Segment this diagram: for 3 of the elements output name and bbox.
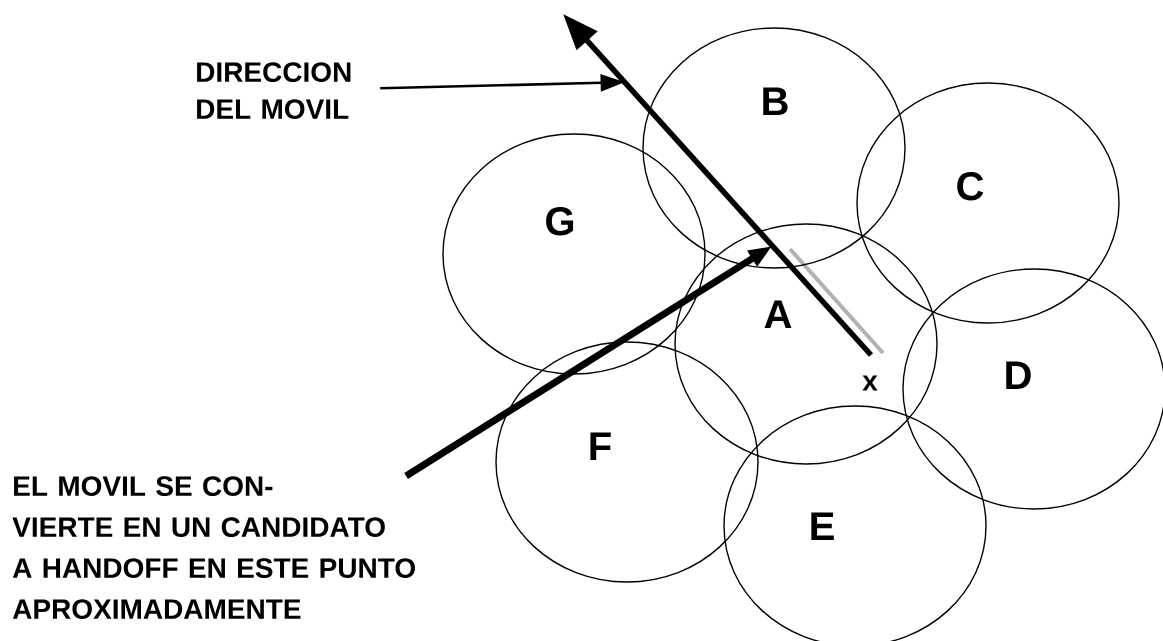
point-label: x <box>862 375 878 391</box>
callout-text: DIRECCION DEL MOVIL <box>197 62 351 119</box>
callout-text: EL MOVIL SE CON- VIERTE EN UN CANDIDATO A HANDOFF EN ESTE PUNTO APROXIMADAMENTE <box>12 476 415 619</box>
